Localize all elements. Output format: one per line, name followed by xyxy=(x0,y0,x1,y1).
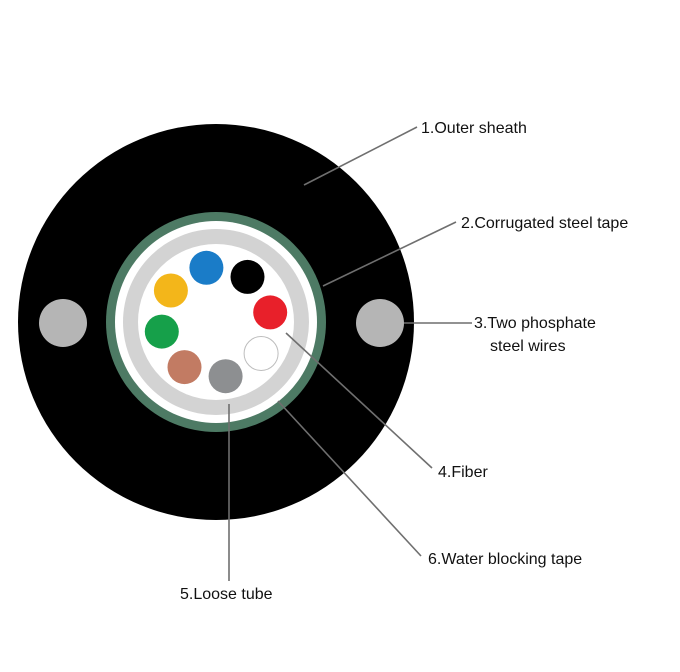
fiber-grey xyxy=(208,359,243,394)
leader-steel-tape xyxy=(322,221,457,287)
label-loose-tube: 5.Loose tube xyxy=(180,586,273,603)
fiber-red xyxy=(253,295,288,330)
leader-fiber xyxy=(285,332,433,469)
steel-wire-right xyxy=(356,299,404,347)
fiber-white xyxy=(243,336,279,371)
fiber-green xyxy=(144,314,179,349)
fiber-yellow xyxy=(153,273,188,308)
label-steel-wires-line1: 3.Two phosphate xyxy=(474,315,596,332)
label-water-blocking-tape: 6.Water blocking tape xyxy=(428,551,582,568)
label-steel-wires-line2: steel wires xyxy=(490,338,566,355)
fiber-black xyxy=(230,259,265,294)
fiber-blue xyxy=(189,250,224,285)
fiber-brown xyxy=(167,350,202,385)
leader-outer-sheath xyxy=(303,126,418,186)
label-fiber: 4.Fiber xyxy=(438,464,488,481)
label-corrugated-steel-tape: 2.Corrugated steel tape xyxy=(461,215,628,232)
leader-water-blocking xyxy=(277,400,422,557)
steel-wire-left xyxy=(39,299,87,347)
fiber-group xyxy=(144,250,288,394)
label-outer-sheath: 1.Outer sheath xyxy=(421,120,527,137)
